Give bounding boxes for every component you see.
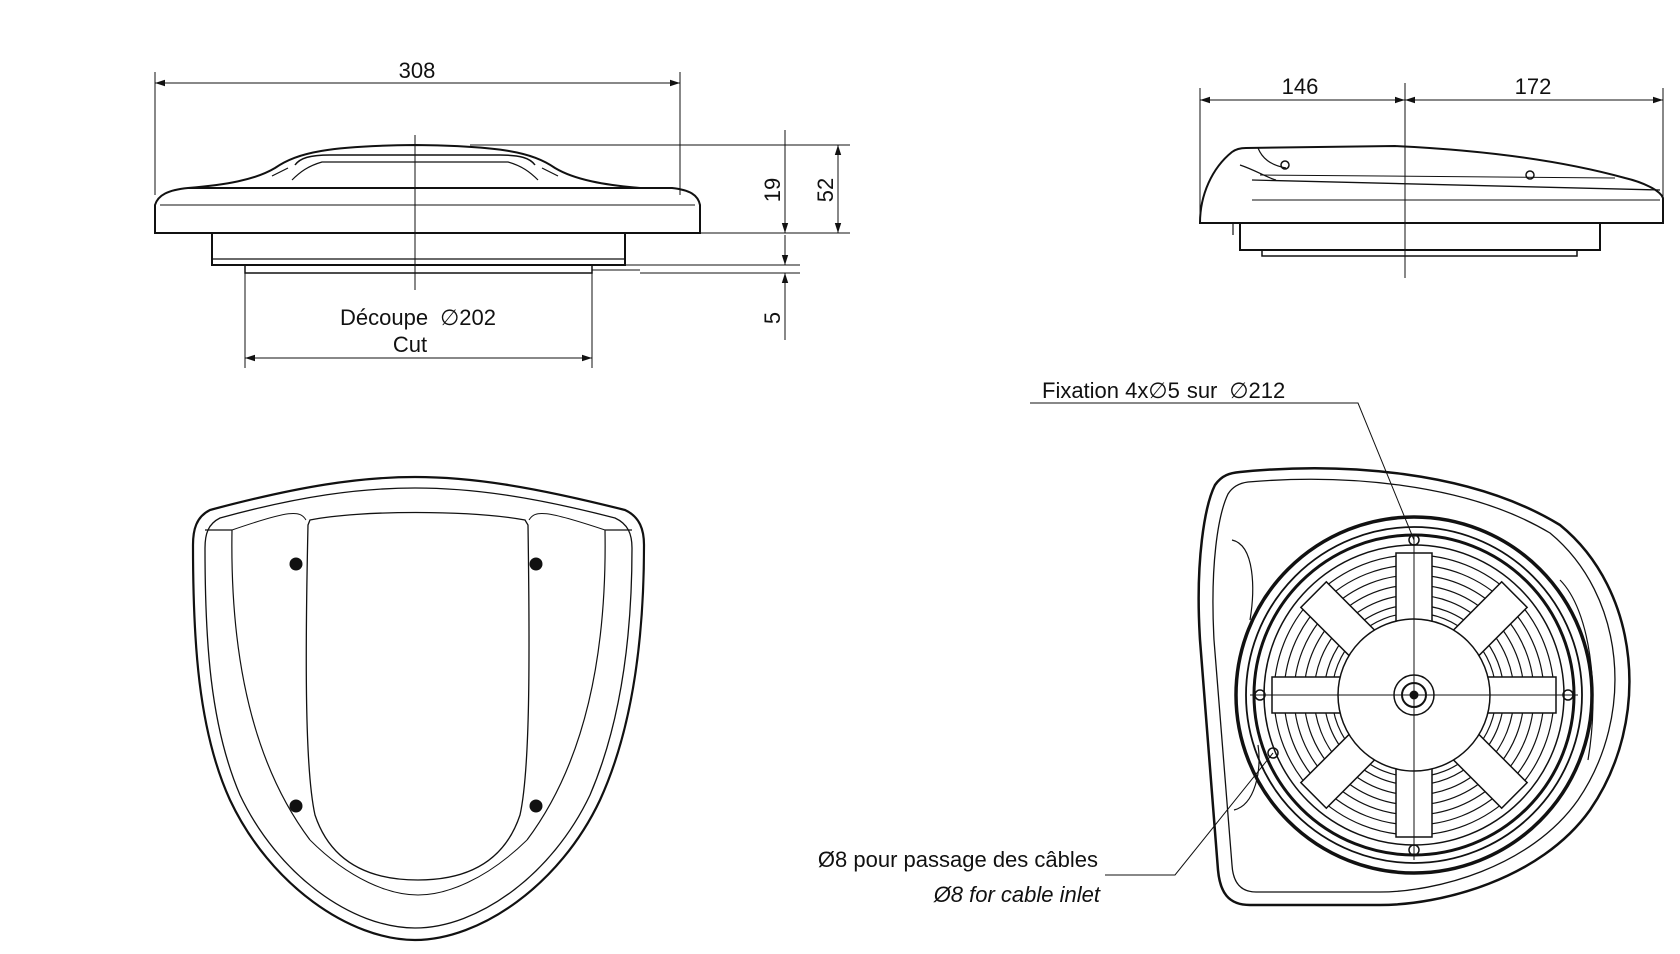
dim-overall-width-label: 308 [399,58,436,83]
fixation-leader [1030,402,1415,541]
flange-ring-outer [1234,515,1594,875]
front-elevation-view: 308 19 52 5 Découpe∅202 Cut [154,58,850,368]
top-view-inner-outline [204,487,633,929]
dim-height-total-label: 52 [813,178,838,202]
cable-inlet-hole [1267,747,1279,759]
dim-flange-depth-label: 5 [760,312,785,324]
dim-length-front-label: 146 [1282,74,1319,99]
dim-cut-label-en: Cut [393,332,427,357]
front-elevation-outline [154,143,701,274]
bottom-view [1030,402,1631,907]
top-view-screws [289,557,543,813]
fan-assembly [1234,515,1594,875]
dim-heights [470,130,850,234]
dim-cut-diameter-label: Découpe∅202 [340,305,496,330]
cable-note-fr: Ø8 pour passage des câbles [818,847,1098,872]
dim-overall-width [154,72,681,195]
top-view-outer-outline [191,475,646,942]
cable-note-en: Ø8 for cable inlet [933,882,1101,907]
dim-flange-depth [625,235,800,340]
bottom-view-outer-outline [1197,467,1631,907]
dim-side-lengths [1199,88,1664,215]
dim-cut-diameter [244,273,593,368]
bottom-centerlines [1250,535,1578,860]
side-profile-outline [1198,144,1664,257]
dim-length-rear-label: 172 [1515,74,1552,99]
top-view-window [305,511,530,881]
side-profile-view: 146 172 [1198,74,1664,278]
cable-leader [1105,752,1274,876]
top-view [191,475,646,942]
dim-height-top-label: 19 [760,178,785,202]
